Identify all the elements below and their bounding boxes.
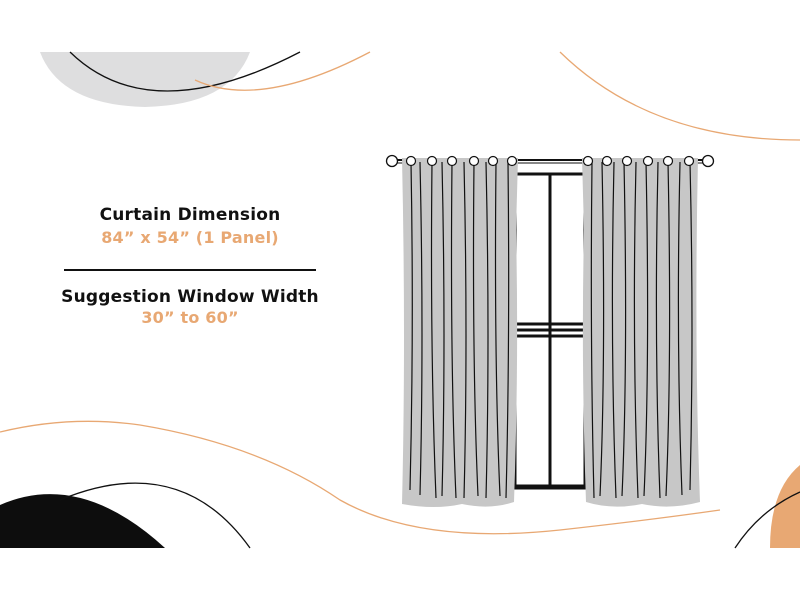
black-arc-line-right [734, 491, 800, 549]
window-width-label: Suggestion Window Width [61, 287, 319, 307]
divider [64, 269, 316, 271]
black-circle-shape [0, 494, 165, 548]
curtain-panel-right [582, 155, 700, 507]
curtain-panel-left [402, 155, 518, 507]
gray-circle-shape [40, 52, 250, 107]
window-width-block: Suggestion Window Width 30” to 60” [40, 287, 340, 327]
curtain-illustration [385, 154, 715, 507]
curtain-dimension-label: Curtain Dimension [99, 205, 281, 225]
window-width-value: 30” to 60” [141, 308, 239, 327]
orange-wave-bottom [0, 420, 721, 535]
black-arc-line [69, 51, 301, 92]
orange-wave-right [559, 51, 800, 141]
window-frame [510, 172, 590, 490]
orange-wave-top [194, 51, 371, 91]
curtain-dimension-block: Curtain Dimension 84” x 54” (1 Panel) [40, 205, 340, 247]
rod-finial-left [385, 154, 399, 168]
rod-finial-right [701, 154, 715, 168]
orange-circle-shape [770, 465, 800, 548]
black-arc-line-bottom [59, 482, 251, 549]
curtain-dimension-value: 84” x 54” (1 Panel) [101, 228, 279, 247]
